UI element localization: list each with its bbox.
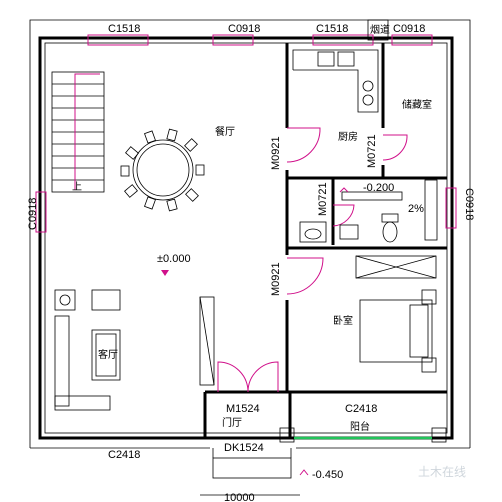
stove-burner-1 <box>362 80 374 92</box>
toilet-bowl <box>382 221 398 243</box>
window-label-left: C0918 <box>27 198 39 230</box>
flue-box <box>367 19 389 41</box>
balcony-post-left <box>279 427 295 443</box>
bed-pillow <box>409 304 429 358</box>
shower-tray <box>339 224 359 240</box>
window-top-left <box>87 34 149 46</box>
exterior-wall-inner <box>44 42 448 434</box>
dining-table <box>120 128 205 212</box>
slope-label: 2% <box>408 203 424 215</box>
entry-step <box>212 457 292 479</box>
outer-boundary-line <box>29 19 471 448</box>
door-bath <box>332 204 355 227</box>
door-bedroom <box>286 257 324 295</box>
sink-1 <box>317 51 335 67</box>
elev-marker-outside <box>299 469 309 476</box>
bedroom-label: 卧室 <box>333 314 353 327</box>
door-label-bedroom: M0921 <box>270 262 282 296</box>
elev-marker-main <box>161 270 169 276</box>
dimension-total-label: 10000 <box>224 492 255 502</box>
door-entry-right <box>247 361 279 393</box>
stove-burner-2 <box>362 94 374 106</box>
tv-cabinet <box>199 296 215 386</box>
wardrobe <box>355 255 437 279</box>
window-label-top-far-right: C0918 <box>393 23 425 35</box>
storage-room-label: 储藏室 <box>402 98 432 111</box>
door-label-entry: M1524 <box>226 403 260 415</box>
window-label-bottom-left: C2418 <box>108 449 140 461</box>
door-label-bath: M0721 <box>317 182 329 216</box>
window-top-mid <box>212 34 254 46</box>
kitchen-counter <box>292 49 379 113</box>
opening-label: DK1524 <box>224 442 264 454</box>
window-left <box>35 191 47 233</box>
window-right <box>445 187 457 229</box>
elevation-outside-label: -0.450 <box>312 469 343 481</box>
toilet-tank <box>381 213 399 223</box>
balcony-post-right <box>431 427 447 443</box>
tv-cabinet-cross <box>199 296 215 386</box>
elevation-main-label: ±0.000 <box>157 253 191 265</box>
kitchen-label: 厨房 <box>338 130 358 143</box>
window-label-right: C0918 <box>463 188 475 220</box>
bath-shelf <box>341 191 403 201</box>
window-label-top-right: C1518 <box>316 23 348 35</box>
staircase <box>51 71 105 193</box>
door-label-storage: M0721 <box>366 134 378 168</box>
door-label-kitchen: M0921 <box>270 136 282 170</box>
stair-up-label: 上 <box>72 181 82 193</box>
wardrobe-cross-2 <box>355 255 437 279</box>
nightstand-top <box>421 289 437 305</box>
dining-room-label: 餐厅 <box>215 125 235 138</box>
window-label-top-mid: C0918 <box>228 23 260 35</box>
elevation-bath-label: -0.200 <box>363 182 394 194</box>
door-entry-left <box>217 361 249 393</box>
watermark-text: 土木在线 <box>418 465 466 479</box>
balcony-label: 阳台 <box>350 420 370 433</box>
exterior-wall <box>38 36 454 440</box>
sink-2 <box>337 51 355 67</box>
wash-basin-bowl <box>304 228 322 240</box>
door-kitchen <box>286 127 321 163</box>
window-label-top-left: C1518 <box>108 23 140 35</box>
living-room-label: 客厅 <box>98 348 118 361</box>
window-label-bottom-right: C2418 <box>345 403 377 415</box>
elev-marker-bath <box>339 187 349 193</box>
wash-basin <box>299 221 327 243</box>
bed <box>359 299 433 363</box>
bath-cabinet <box>424 179 438 241</box>
door-storage <box>382 134 408 161</box>
foyer-label: 门厅 <box>222 416 242 429</box>
sofa-set <box>54 289 121 411</box>
flue-label: 烟道 <box>370 23 390 36</box>
nightstand-bottom <box>421 357 437 373</box>
window-top-far-right <box>391 34 433 46</box>
